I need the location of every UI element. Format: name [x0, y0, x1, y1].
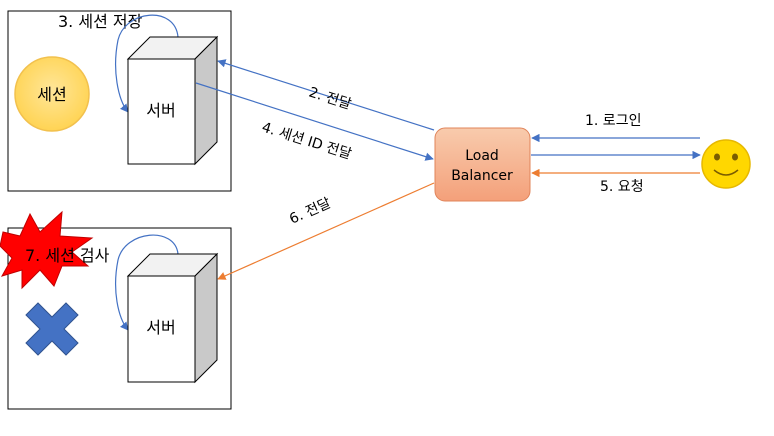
load-balancer-label-line2: Balancer	[451, 168, 513, 184]
failure-cross-icon	[25, 302, 79, 356]
check-session-label: 7. 세션 검사	[25, 246, 110, 265]
arrow-step2-label: 2. 전달	[307, 85, 353, 113]
load-balancer-label-line1: Load	[465, 148, 499, 164]
load-balancer: Load Balancer	[434, 127, 531, 202]
top-server: 서버	[126, 35, 219, 166]
arrow-step4-label: 4. 세션 ID 전달	[260, 120, 354, 163]
bottom-server-label: 서버	[146, 318, 175, 337]
check-loop-arrow	[115, 234, 179, 331]
explosion-burst-icon	[0, 210, 94, 290]
arrow-step4	[195, 82, 434, 161]
top-server-label: 서버	[146, 101, 175, 120]
save-session-label: 3. 세션 저장	[58, 12, 143, 31]
bottom-server: 서버	[126, 252, 219, 384]
arrow-step2	[217, 59, 435, 131]
arrow-step6	[217, 182, 435, 280]
user-smiley-icon	[701, 139, 751, 189]
arrow-step6-label: 6. 전달	[287, 195, 333, 227]
session-label: 세션	[37, 85, 66, 104]
arrow-step5-label: 5. 요청	[600, 179, 644, 195]
session-circle	[14, 56, 90, 132]
save-loop-arrow	[115, 14, 179, 113]
arrow-step1-label: 1. 로그인	[585, 113, 641, 129]
